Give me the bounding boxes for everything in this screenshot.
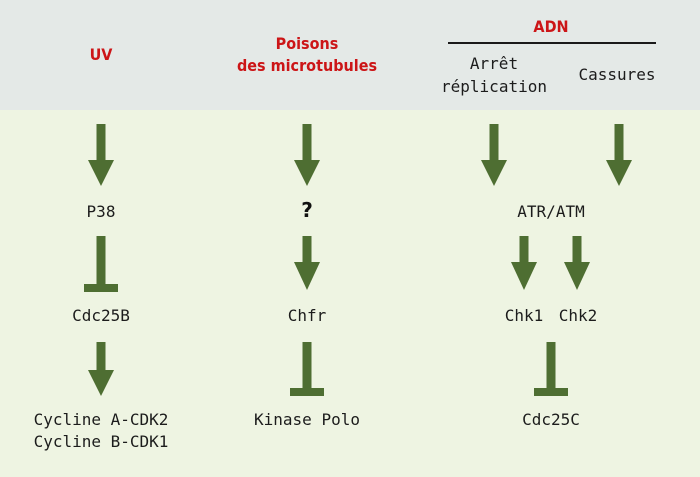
header-adn: ADN — [533, 17, 569, 36]
node-p38: P38 — [86, 202, 116, 221]
header-uv: UV — [89, 45, 113, 64]
header-cassures: Cassures — [578, 65, 656, 84]
node-unknown: ? — [301, 198, 313, 222]
edge-arret-to-atr-atm — [481, 124, 507, 186]
node-atr-atm: ATR/ATM — [517, 202, 585, 221]
node-kinase-polo: Kinase Polo — [254, 410, 360, 429]
edge-cdc25b-to-cyclines — [88, 342, 114, 396]
body-band — [0, 110, 700, 477]
edge-chk-inhibits-cdc25c — [534, 342, 568, 396]
node-chk2: Chk2 — [558, 306, 598, 325]
edge-poisons-to-unknown — [294, 124, 320, 186]
adn-divider-line — [448, 42, 656, 44]
edge-uv-to-p38 — [88, 124, 114, 186]
edge-cassures-to-atr-atm — [606, 124, 632, 186]
header-arret-replication: Arrêt réplication — [441, 54, 547, 96]
node-cdc25b: Cdc25B — [72, 306, 130, 325]
node-chfr: Chfr — [287, 306, 327, 325]
node-cdc25c: Cdc25C — [522, 410, 580, 429]
edge-atr-atm-to-chk1 — [511, 236, 537, 290]
node-cyclines: Cycline A-CDK2 Cycline B-CDK1 — [33, 410, 169, 451]
edge-p38-inhibits-cdc25b — [84, 236, 118, 292]
header-poisons-microtubules: Poisons des microtubules — [236, 34, 378, 75]
node-chk1: Chk1 — [504, 306, 544, 325]
header-band — [0, 0, 700, 110]
edge-unknown-to-chfr — [294, 236, 320, 290]
edge-chfr-inhibits-kinase-polo — [290, 342, 324, 396]
edge-atr-atm-to-chk2 — [564, 236, 590, 290]
